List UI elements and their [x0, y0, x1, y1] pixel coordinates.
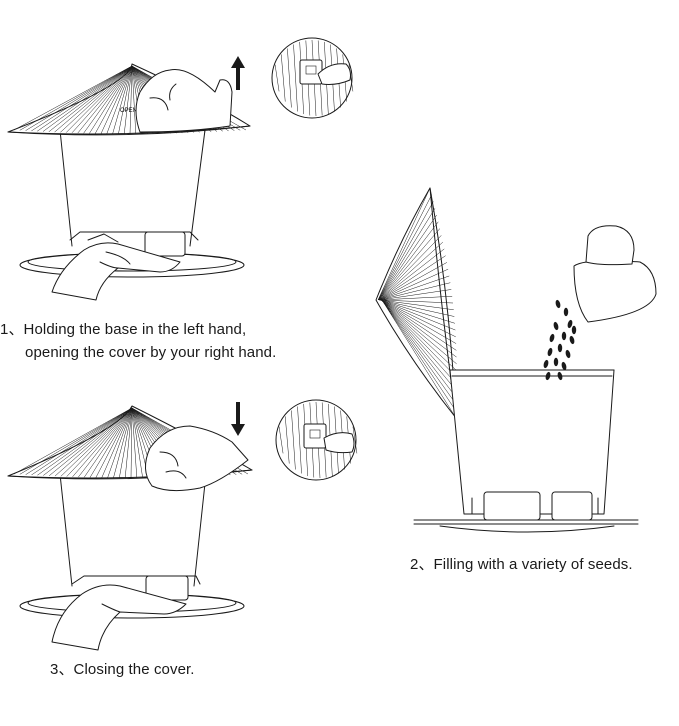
step3-illustration — [0, 390, 360, 660]
seed — [563, 307, 569, 317]
seed — [567, 319, 573, 329]
step2-text: Filling with a variety of seeds. — [433, 556, 633, 573]
step1-caption-line2: opening the cover by your right hand. — [25, 341, 276, 365]
seed — [561, 331, 567, 341]
seed — [557, 343, 563, 353]
seed — [565, 349, 571, 359]
seed — [547, 347, 553, 357]
step2-caption: 2、Filling with a variety of seeds. — [410, 553, 633, 577]
seed — [545, 371, 551, 381]
step3-caption: 3、Closing the cover. — [50, 658, 195, 682]
feeder-roof-open — [375, 187, 457, 419]
step1-caption: 1、Holding the base in the left hand, — [0, 318, 246, 342]
roof-open-label: OPEN — [120, 108, 137, 114]
step1-illustration: OPEN — [0, 0, 360, 310]
left-hand — [51, 584, 187, 651]
step3-text: Closing the cover. — [73, 661, 195, 678]
step3-number: 3、 — [50, 661, 74, 678]
left-hand — [51, 242, 181, 301]
detail-zoom-circle — [271, 37, 354, 119]
arrow-up-icon — [231, 56, 245, 90]
step2-number: 2、 — [410, 556, 434, 573]
seed — [553, 357, 559, 367]
seed — [571, 325, 577, 335]
seed — [569, 335, 575, 345]
step2-illustration — [360, 180, 679, 540]
seed-scoop — [573, 225, 657, 323]
step2-feeder-drawing — [375, 187, 657, 533]
step1-number: 1、 — [0, 321, 24, 338]
step3-feeder-drawing — [7, 399, 358, 651]
right-hand — [135, 68, 233, 133]
seed — [555, 299, 561, 309]
step1-text-line2: opening the cover by your right hand. — [25, 344, 277, 361]
arrow-down-icon — [231, 402, 245, 436]
step1-text-line1: Holding the base in the left hand, — [23, 321, 247, 338]
right-hand — [145, 425, 249, 492]
seed — [549, 333, 555, 343]
detail-zoom-circle — [275, 399, 358, 481]
seed — [561, 361, 567, 371]
seed — [543, 359, 549, 369]
pouring-hand — [585, 225, 635, 266]
seed — [553, 321, 559, 331]
feeder-base — [413, 519, 639, 533]
step1-feeder-drawing: OPEN — [7, 37, 354, 301]
seed — [557, 371, 563, 381]
falling-seeds — [543, 299, 577, 381]
feeder-body — [449, 369, 615, 521]
